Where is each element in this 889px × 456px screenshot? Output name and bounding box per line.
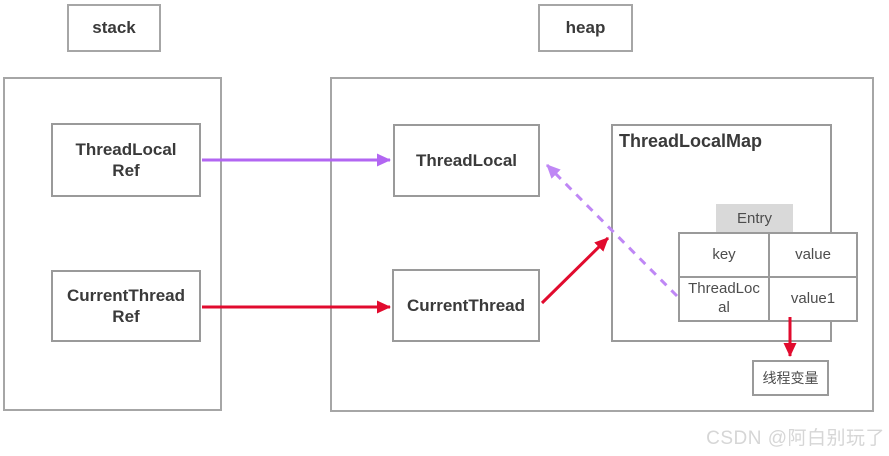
csdn-watermark: CSDN @阿白别玩了 [706, 428, 885, 449]
heap-region-box [330, 77, 874, 412]
entry-key-cell: ThreadLocal [678, 276, 770, 322]
threadlocal-node: ThreadLocal [393, 124, 540, 197]
threadlocalmap-title: ThreadLocalMap [619, 131, 763, 151]
currentthread-ref-label: CurrentThread Ref [66, 285, 186, 326]
entry-key-header-cell: key [678, 232, 770, 278]
thread-variable-label: 线程变量 [762, 370, 819, 386]
entry-label-box: Entry [716, 204, 793, 233]
entry-value-header-cell: value [768, 232, 858, 278]
threadlocal-ref-node: ThreadLocal Ref [51, 123, 201, 197]
threadlocal-label: ThreadLocal [415, 150, 518, 170]
currentthread-ref-node: CurrentThread Ref [51, 270, 201, 342]
stack-title-label: stack [92, 18, 136, 37]
threadlocal-ref-label: ThreadLocal Ref [75, 139, 177, 180]
entry-table-data-row: ThreadLocal value1 [678, 276, 858, 322]
heap-title-box: heap [538, 4, 633, 52]
currentthread-node: CurrentThread [392, 269, 540, 342]
heap-title-label: heap [565, 18, 606, 37]
entry-value-cell: value1 [768, 276, 858, 322]
thread-variable-node: 线程变量 [752, 360, 829, 396]
entry-label: Entry [736, 210, 772, 227]
entry-table-header-row: key value [678, 232, 858, 278]
stack-title-box: stack [67, 4, 161, 52]
entry-table: key value ThreadLocal value1 [678, 232, 858, 322]
stack-region-box [3, 77, 222, 411]
currentthread-label: CurrentThread [406, 295, 526, 315]
